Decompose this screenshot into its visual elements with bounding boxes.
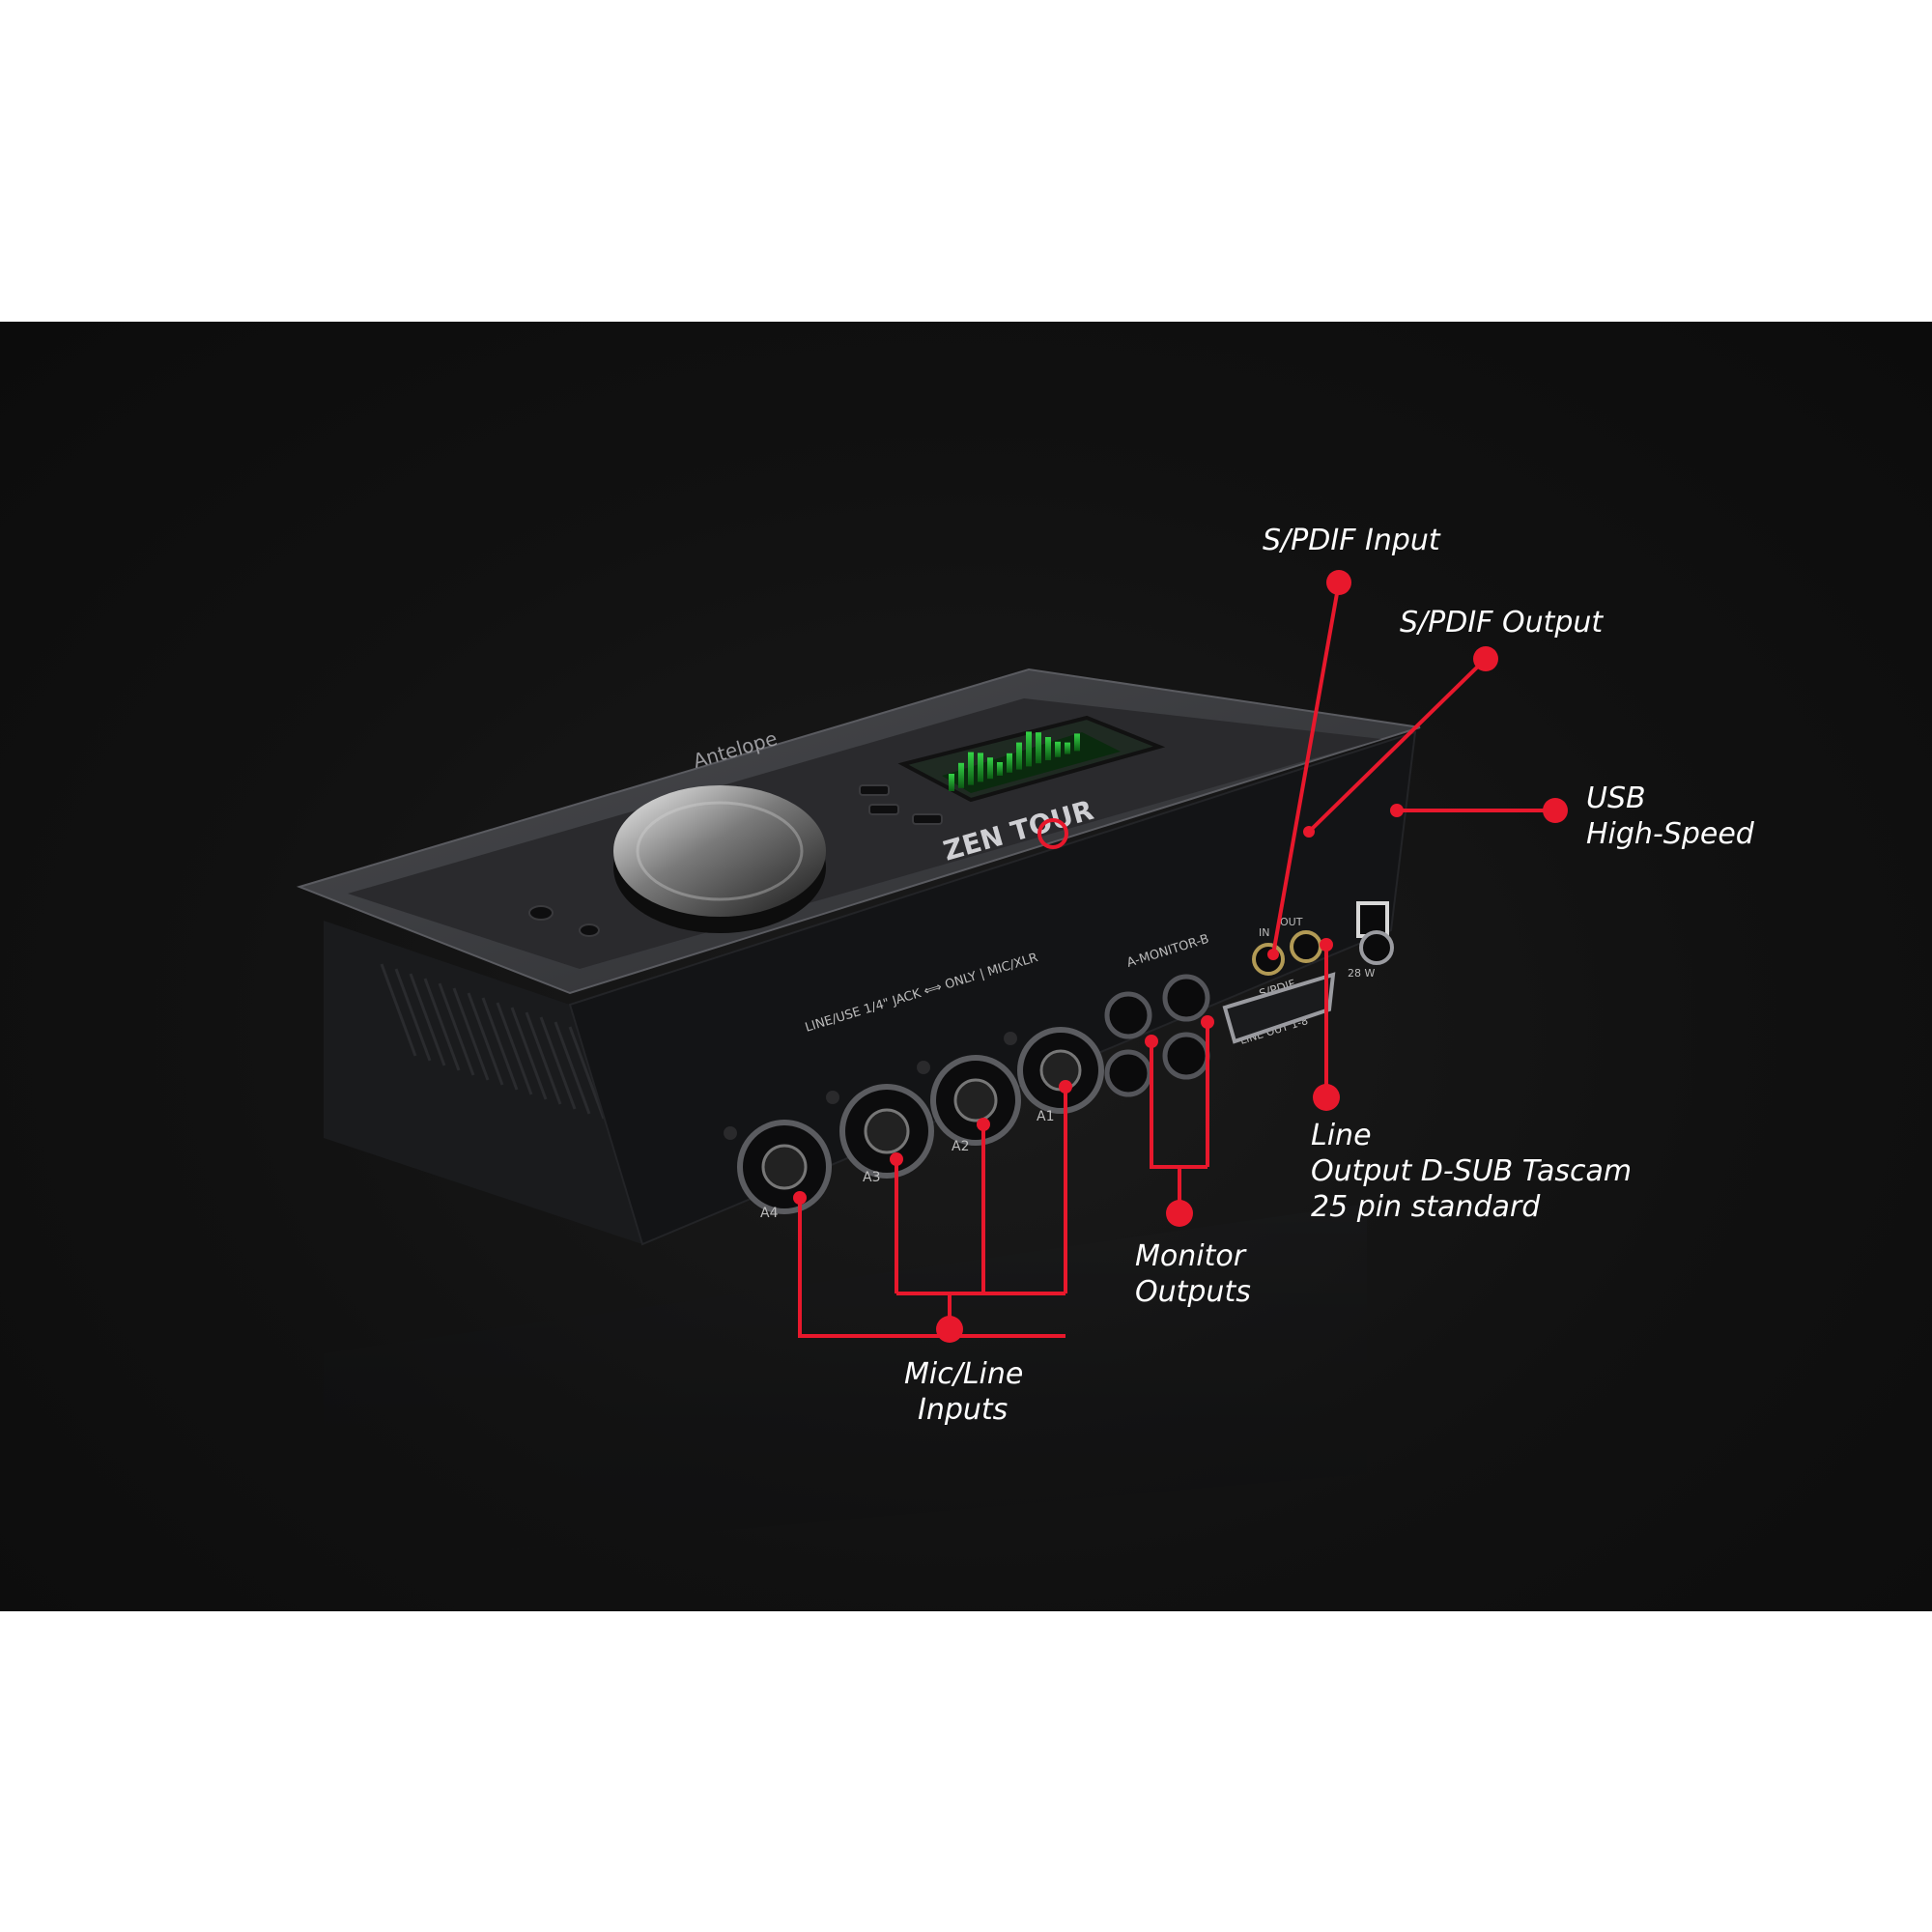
meter-bar: [997, 762, 1003, 776]
input-jack-a3: [826, 1084, 934, 1179]
product-illustration: Antelope ZEN TOUR LINE/USE 1/4" JACK ⟺ O…: [296, 570, 1568, 1566]
model-logo-ring: [1037, 818, 1068, 849]
power-connector[interactable]: [1359, 930, 1394, 965]
power-label: 28 W: [1348, 967, 1375, 980]
jack-label-a2: A2: [952, 1139, 969, 1154]
callout-spdif-input: S/PDIF Input: [1263, 524, 1440, 557]
monitor-output-jacks[interactable]: [1104, 974, 1210, 1097]
jack-label-a3: A3: [863, 1170, 880, 1185]
meter-bar: [1026, 731, 1032, 767]
input-jack-a1: [1004, 1027, 1104, 1114]
callout-dot-spdif-output: [1473, 646, 1498, 671]
input-jack-labels: A1 A2 A3 A4: [760, 1109, 1054, 1221]
meter-bar: [1045, 737, 1051, 760]
callout-usb: USB High-Speed: [1586, 781, 1754, 851]
callout-dot-line-output: [1313, 1084, 1340, 1111]
top-buttons[interactable]: [528, 784, 943, 937]
meter-bar: [968, 752, 974, 785]
callout-line-output: Line Output D-SUB Tascam 25 pin standard: [1311, 1119, 1633, 1224]
device-reflection: [324, 1204, 1367, 1566]
device-rear-panel: [568, 730, 1417, 1246]
level-meters: [949, 731, 1080, 791]
spdif-out-label: OUT: [1280, 916, 1303, 928]
callout-dot-usb: [1543, 798, 1568, 823]
input-jack-a2: [917, 1055, 1021, 1146]
input-jack-a4: [724, 1120, 832, 1214]
callout-mic-line-inputs: Mic/Line Inputs: [904, 1357, 1024, 1427]
meter-bar: [1074, 733, 1080, 752]
meter-bar: [949, 774, 954, 791]
callout-dot-monitor: [1166, 1200, 1193, 1227]
jack-label-a1: A1: [1037, 1109, 1054, 1124]
callout-lines: [798, 582, 1555, 1338]
callout-dot-spdif-input: [1326, 570, 1351, 595]
jack-label-a4: A4: [760, 1206, 779, 1221]
input-jacks[interactable]: [724, 1027, 1104, 1214]
meter-bar: [987, 757, 993, 780]
touch-screen: [897, 715, 1166, 803]
meter-bar: [1065, 742, 1070, 754]
meter-bar: [1007, 753, 1012, 773]
dsub-connector[interactable]: [1222, 972, 1336, 1044]
volume-knob[interactable]: [613, 785, 826, 933]
meter-bar: [978, 753, 983, 782]
spdif-in-label: IN: [1259, 926, 1269, 939]
meter-bar: [1016, 742, 1022, 770]
callout-dots: [793, 570, 1568, 1343]
product-stage: Antelope ZEN TOUR LINE/USE 1/4" JACK ⟺ O…: [0, 322, 1932, 1611]
callout-monitor-outputs: Monitor Outputs: [1135, 1239, 1251, 1309]
meter-bar: [1036, 732, 1041, 764]
meter-bar: [958, 762, 964, 788]
callout-spdif-output: S/PDIF Output: [1400, 606, 1604, 639]
meter-bar: [1055, 741, 1061, 757]
callout-dot-inputs: [936, 1316, 963, 1343]
